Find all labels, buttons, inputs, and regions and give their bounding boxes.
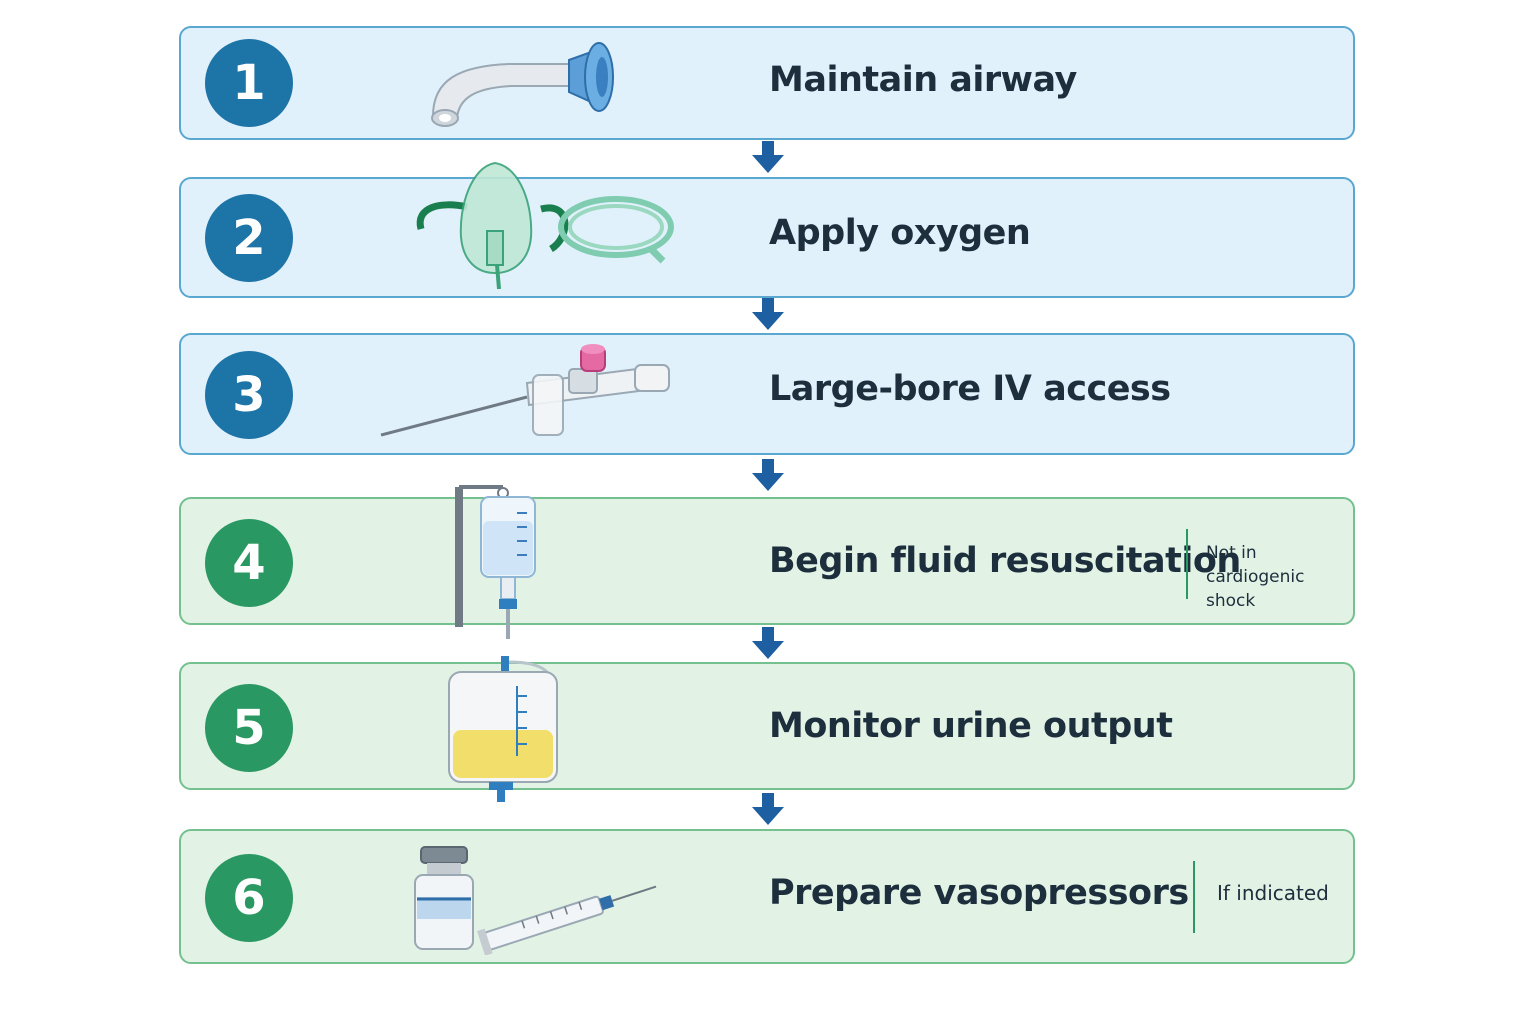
vial-syringe-icon	[414, 846, 657, 955]
step-label: Monitor urine output	[769, 706, 1173, 746]
step-label: Large-bore IV access	[769, 369, 1171, 409]
oxygen-mask-icon	[416, 161, 674, 290]
iv-cannula-icon	[380, 344, 670, 437]
step-2: 2 Apply oxygen	[179, 161, 1355, 298]
step-label: Apply oxygen	[769, 213, 1031, 253]
step-label: Maintain airway	[769, 60, 1077, 100]
step-6: 6 Prepare vasopressors If indicated	[179, 829, 1355, 964]
step-number: 3	[205, 351, 293, 439]
arrow-down-icon	[752, 141, 784, 173]
step-note: If indicated	[1217, 881, 1329, 905]
step-5: 5 Monitor urine output	[179, 656, 1355, 802]
arrow-down-icon	[752, 627, 784, 659]
step-4: 4 Begin fluid resuscitation Not in cardi…	[179, 485, 1355, 639]
step-3: 3 Large-bore IV access	[179, 333, 1355, 455]
arrow-down-icon	[752, 793, 784, 825]
step-note: Not in cardiogenic shock	[1206, 543, 1305, 611]
step-number: 4	[205, 519, 293, 607]
oropharyngeal-airway-icon	[431, 42, 614, 127]
arrow-down-icon	[752, 459, 784, 491]
urine-bag-icon	[448, 656, 558, 802]
arrow-down-icon	[752, 298, 784, 330]
iv-fluid-bag-icon	[455, 485, 536, 639]
step-number: 5	[205, 684, 293, 772]
note-divider	[1186, 529, 1188, 599]
step-number: 6	[205, 854, 293, 942]
step-label: Prepare vasopressors	[769, 873, 1189, 913]
step-number: 1	[205, 39, 293, 127]
step-1: 1 Maintain airway	[179, 26, 1355, 140]
note-divider	[1193, 861, 1195, 933]
step-number: 2	[205, 194, 293, 282]
step-label: Begin fluid resuscitation	[769, 541, 1241, 581]
